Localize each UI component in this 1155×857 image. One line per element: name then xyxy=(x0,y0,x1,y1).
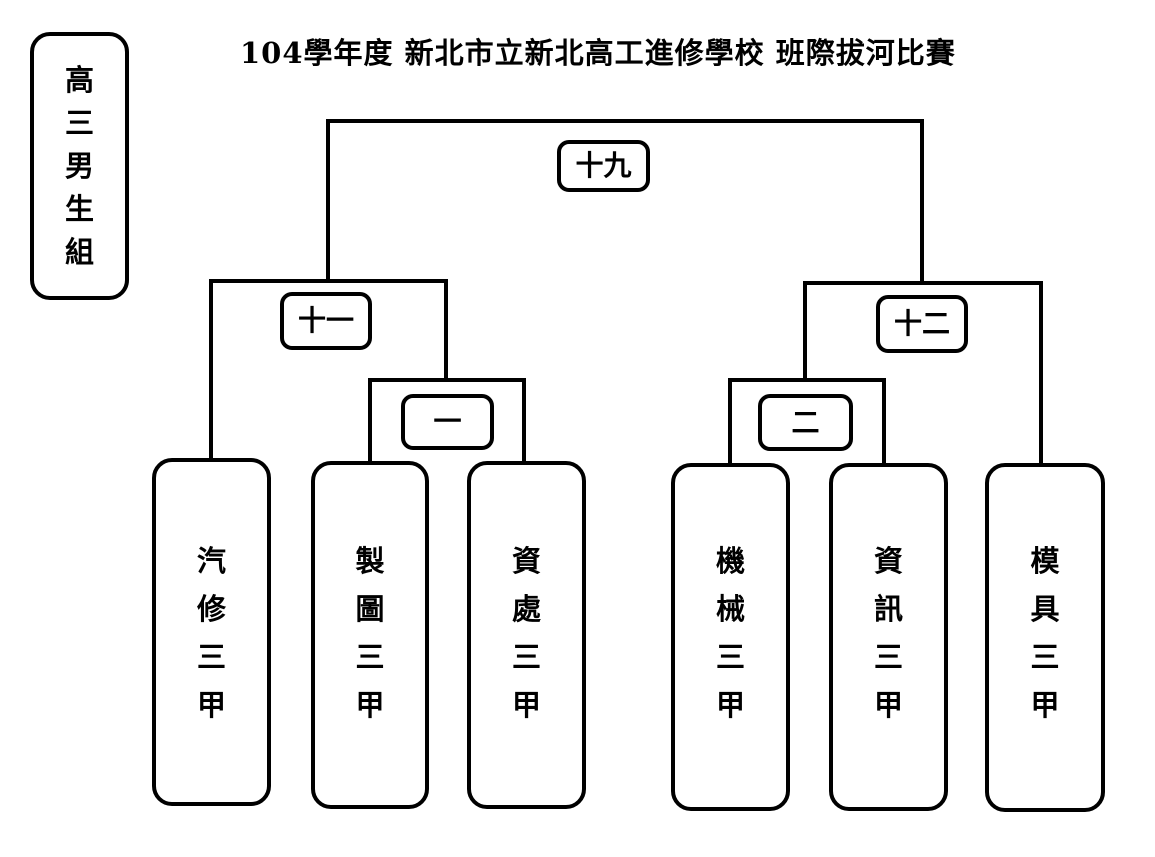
team-char: 資 xyxy=(511,544,541,578)
bracket-line-semi-right xyxy=(803,281,1043,466)
round-label-semi-right: 十二 xyxy=(876,295,968,353)
team-box: 資 處 三 甲 xyxy=(467,461,586,809)
group-char: 生 xyxy=(64,192,94,226)
team-char: 三 xyxy=(873,640,903,674)
team-char: 汽 xyxy=(196,544,226,578)
team-char: 三 xyxy=(511,640,541,674)
group-char: 三 xyxy=(64,106,94,140)
bracket-line-semi-left xyxy=(209,279,448,463)
team-char: 資 xyxy=(873,544,903,578)
team-char: 具 xyxy=(1030,592,1060,626)
round-label-r1-left: 一 xyxy=(401,394,494,450)
bracket-line-r1-right xyxy=(728,378,886,466)
round-label-r1-right: 二 xyxy=(758,394,853,451)
team-box: 製 圖 三 甲 xyxy=(311,461,429,809)
team-char: 三 xyxy=(196,640,226,674)
group-char: 高 xyxy=(64,63,94,97)
team-char: 三 xyxy=(1030,640,1060,674)
team-char: 圖 xyxy=(355,592,385,626)
group-label-box: 高 三 男 生 組 xyxy=(30,32,129,300)
team-char: 機 xyxy=(715,544,745,578)
team-char: 模 xyxy=(1030,544,1060,578)
team-char: 甲 xyxy=(1030,688,1060,722)
diagram-title: 104學年度 新北市立新北高工進修學校 班際拔河比賽 xyxy=(240,36,956,70)
team-char: 修 xyxy=(196,592,226,626)
team-char: 甲 xyxy=(873,688,903,722)
team-box: 資 訊 三 甲 xyxy=(829,463,948,811)
round-label-final: 十九 xyxy=(557,140,650,192)
bracket-line-final xyxy=(326,119,924,281)
team-char: 三 xyxy=(715,640,745,674)
round-label-semi-left: 十一 xyxy=(280,292,372,350)
group-char: 男 xyxy=(64,149,94,183)
group-char: 組 xyxy=(64,235,94,269)
team-box: 機 械 三 甲 xyxy=(671,463,790,811)
bracket-line-r1-left xyxy=(368,378,526,463)
team-char: 甲 xyxy=(355,688,385,722)
team-char: 訊 xyxy=(873,592,903,626)
team-box: 汽 修 三 甲 xyxy=(152,458,271,806)
team-char: 甲 xyxy=(715,688,745,722)
team-char: 甲 xyxy=(511,688,541,722)
team-box: 模 具 三 甲 xyxy=(985,463,1105,812)
team-char: 處 xyxy=(511,592,541,626)
team-char: 三 xyxy=(355,640,385,674)
team-char: 械 xyxy=(715,592,745,626)
team-char: 甲 xyxy=(196,688,226,722)
team-char: 製 xyxy=(355,544,385,578)
